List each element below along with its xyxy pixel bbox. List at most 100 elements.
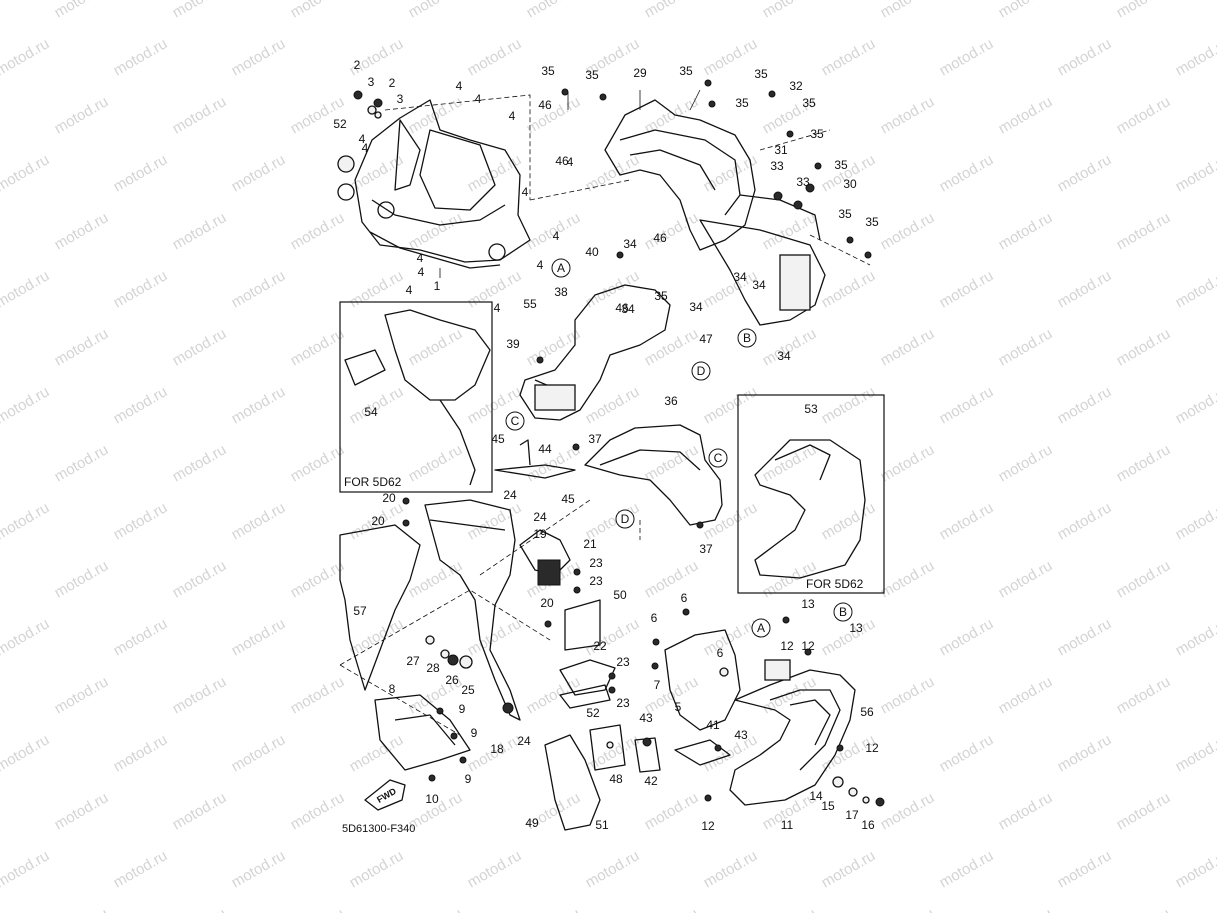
watermark-text: motod.ru	[996, 93, 1056, 137]
callout-number: 6	[717, 646, 724, 660]
callout-number: 21	[583, 537, 597, 551]
callout-number: 3	[397, 92, 404, 106]
callout-number: 2	[389, 76, 396, 90]
watermark-text: motod.ru	[937, 35, 997, 79]
watermark-text: motod.ru	[642, 0, 702, 21]
reference-marker: B	[737, 328, 757, 348]
watermark-text: motod.ru	[0, 35, 52, 79]
callout-number: 24	[533, 510, 547, 524]
watermark-text: motod.ru	[170, 789, 230, 833]
watermark-text: motod.ru	[996, 0, 1056, 21]
watermark-text: motod.ru	[111, 847, 171, 891]
watermark-text: motod.ru	[1055, 731, 1115, 775]
callout-number: 42	[644, 774, 658, 788]
watermark-text: motod.ru	[170, 673, 230, 717]
callout-number: 45	[491, 432, 505, 446]
callout-number: 32	[789, 79, 803, 93]
watermark-text: motod.ru	[347, 847, 407, 891]
watermark-text: motod.ru	[170, 209, 230, 253]
callout-number: 14	[809, 789, 823, 803]
reference-marker: A	[751, 618, 771, 638]
watermark-text: motod.ru	[1173, 151, 1217, 195]
callout-number: 34	[777, 349, 791, 363]
inset-right-label: FOR 5D62	[806, 577, 864, 591]
watermark-text: motod.ru	[111, 35, 171, 79]
callout-number: 24	[517, 734, 531, 748]
callout-number: 6	[681, 591, 688, 605]
callout-number: 23	[589, 574, 603, 588]
watermark-text: motod.ru	[347, 615, 407, 659]
watermark-text: motod.ru	[229, 383, 289, 427]
callout-number: 23	[589, 556, 603, 570]
callout-number: 2	[354, 58, 361, 72]
reference-marker: D	[615, 509, 635, 529]
watermark-text: motod.ru	[111, 615, 171, 659]
watermark-text: motod.ru	[1055, 383, 1115, 427]
watermark-text: motod.ru	[0, 499, 52, 543]
callout-number: 36	[664, 394, 678, 408]
watermark-text: motod.ru	[406, 209, 466, 253]
watermark-text: motod.ru	[701, 151, 761, 195]
watermark-text: motod.ru	[52, 0, 112, 21]
callout-number: 12	[780, 639, 794, 653]
reference-marker: C	[505, 411, 525, 431]
watermark-text: motod.ru	[1114, 441, 1174, 485]
watermark-text: motod.ru	[0, 151, 52, 195]
watermark-text: motod.ru	[937, 383, 997, 427]
watermark-text: motod.ru	[996, 209, 1056, 253]
callout-number: 37	[588, 432, 602, 446]
callout-number: 44	[538, 442, 552, 456]
watermark-text: motod.ru	[760, 441, 820, 485]
callout-number: 4	[406, 283, 413, 297]
watermark-text: motod.ru	[583, 847, 643, 891]
callout-number: 57	[353, 604, 367, 618]
watermark-text: motod.ru	[465, 151, 525, 195]
callout-number: 46	[615, 301, 629, 315]
callout-number: 39	[506, 337, 520, 351]
watermark-text: motod.ru	[878, 325, 938, 369]
callout-number: 46	[555, 154, 569, 168]
watermark-text: motod.ru	[0, 847, 52, 891]
callout-number: 4	[417, 251, 424, 265]
watermark-text: motod.ru	[1055, 267, 1115, 311]
watermark-text: motod.ru	[52, 441, 112, 485]
watermark-text: motod.ru	[229, 267, 289, 311]
callout-number: 35	[834, 158, 848, 172]
watermark-text: motod.ru	[170, 905, 230, 913]
callout-number: 8	[389, 682, 396, 696]
watermark-text: motod.ru	[701, 383, 761, 427]
callout-number: 13	[801, 597, 815, 611]
watermark-text: motod.ru	[1055, 499, 1115, 543]
watermark-text: motod.ru	[1173, 731, 1217, 775]
callout-number: 16	[861, 818, 875, 832]
callout-number: 15	[821, 799, 835, 813]
watermark-text: motod.ru	[937, 847, 997, 891]
callout-number: 41	[706, 718, 720, 732]
callout-number: 22	[593, 639, 607, 653]
callout-number: 43	[734, 728, 748, 742]
callout-number: 4	[359, 132, 366, 146]
watermark-text: motod.ru	[111, 151, 171, 195]
watermark-text: motod.ru	[229, 499, 289, 543]
watermark-text: motod.ru	[406, 905, 466, 913]
watermark-text: motod.ru	[996, 789, 1056, 833]
callout-number: 35	[585, 68, 599, 82]
svg-text:A: A	[557, 261, 565, 275]
watermark-text: motod.ru	[1114, 905, 1174, 913]
watermark-text: motod.ru	[878, 441, 938, 485]
callout-number: 47	[699, 332, 713, 346]
watermark-text: motod.ru	[111, 731, 171, 775]
watermark-text: motod.ru	[819, 267, 879, 311]
watermark-text: motod.ru	[288, 789, 348, 833]
callout-number: 9	[459, 702, 466, 716]
callout-number: 4	[475, 92, 482, 106]
watermark-text: motod.ru	[878, 905, 938, 913]
watermark-text: motod.ru	[111, 499, 171, 543]
watermark-text: motod.ru	[1173, 499, 1217, 543]
watermark-text: motod.ru	[524, 93, 584, 137]
watermark-text: motod.ru	[583, 383, 643, 427]
callout-number: 4	[567, 155, 574, 169]
callout-number: 43	[639, 711, 653, 725]
reference-marker: B	[833, 602, 853, 622]
